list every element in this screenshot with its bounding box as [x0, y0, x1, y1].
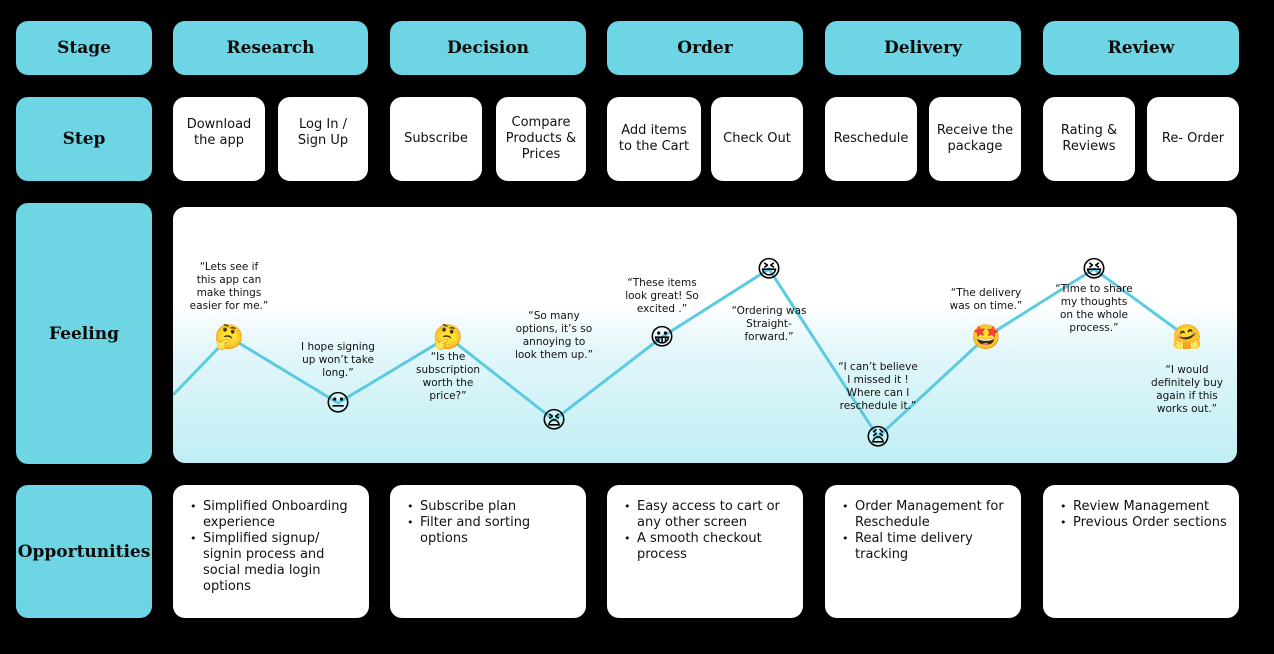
stage-decision: Decision — [390, 21, 586, 75]
opportunity-item: Real time delivery tracking — [842, 531, 1011, 563]
step-label: Reschedule — [833, 131, 909, 146]
stage-name: Review — [1107, 38, 1175, 58]
step-label: Download the app — [186, 117, 252, 148]
row-label-stage-text: Stage — [57, 38, 111, 58]
step-label: Check Out — [723, 131, 791, 146]
stage-name: Order — [677, 38, 733, 58]
opportunities-order: Easy access to cart or any other screen … — [607, 485, 803, 618]
grinning-squinting-face-icon: 😆 — [1081, 255, 1107, 283]
opportunity-item: Order Management for Reschedule — [842, 499, 1011, 531]
opportunities-list: Easy access to cart or any other screen … — [623, 499, 793, 563]
step-label: Receive the package — [936, 123, 1014, 154]
row-label-opportunities: Opportunities — [16, 485, 152, 618]
opportunity-item: Filter and sorting options — [407, 515, 576, 547]
stage-review: Review — [1043, 21, 1239, 75]
stage-research: Research — [173, 21, 368, 75]
step-label: Add items to the Cart — [618, 123, 690, 154]
stage-name: Research — [226, 38, 315, 58]
step-receive-package: Receive the package — [929, 97, 1021, 181]
step-login-signup: Log In / Sign Up — [278, 97, 368, 181]
opportunity-item: Easy access to cart or any other screen — [624, 499, 793, 531]
opportunity-item: Previous Order sections — [1060, 515, 1229, 531]
step-label: Rating & Reviews — [1060, 123, 1118, 154]
row-label-step: Step — [16, 97, 152, 181]
step-label: Re- Order — [1161, 131, 1225, 146]
grinning-face-icon: 😀 — [649, 323, 675, 351]
emotion-line-svg — [173, 266, 1188, 440]
step-label: Compare Products & Prices — [505, 115, 577, 162]
row-label-feeling: Feeling — [16, 203, 152, 464]
row-label-feeling-text: Feeling — [49, 323, 119, 344]
row-label-stage: Stage — [16, 21, 152, 75]
opportunity-item: Subscribe plan — [407, 499, 576, 515]
star-struck-icon: 🤩 — [971, 323, 1001, 351]
thinking-face-icon: 🤔 — [433, 323, 463, 351]
thinking-face-icon: 🤔 — [214, 323, 244, 351]
opportunities-decision: Subscribe plan Filter and sorting option… — [390, 485, 586, 618]
opportunity-item: Simplified Onboarding experience — [190, 499, 359, 531]
row-label-step-text: Step — [62, 129, 106, 149]
step-compare-products: Compare Products & Prices — [496, 97, 586, 181]
step-download-app: Download the app — [173, 97, 265, 181]
stage-name: Delivery — [883, 38, 962, 58]
step-rating-reviews: Rating & Reviews — [1043, 97, 1135, 181]
opportunity-item: A smooth checkout process — [624, 531, 793, 563]
opportunities-list: Subscribe plan Filter and sorting option… — [406, 499, 576, 547]
row-label-opportunities-text: Opportunities — [17, 541, 151, 562]
opportunity-item: Review Management — [1060, 499, 1229, 515]
step-label: Subscribe — [404, 131, 468, 146]
step-check-out: Check Out — [711, 97, 803, 181]
step-reorder: Re- Order — [1147, 97, 1239, 181]
weary-face-icon: 😩 — [865, 423, 891, 451]
opportunity-item: Simplified signup/ signin process and so… — [190, 531, 359, 595]
neutral-face-icon: 😐 — [325, 389, 351, 417]
step-reschedule: Reschedule — [825, 97, 917, 181]
opportunities-list: Order Management for Reschedule Real tim… — [841, 499, 1011, 563]
step-label: Log In / Sign Up — [297, 117, 349, 148]
hugging-face-icon: 🤗 — [1172, 323, 1202, 351]
stage-name: Decision — [446, 38, 530, 58]
step-subscribe: Subscribe — [390, 97, 482, 181]
opportunities-review: Review Management Previous Order section… — [1043, 485, 1239, 618]
stage-delivery: Delivery — [825, 21, 1021, 75]
opportunities-list: Simplified Onboarding experience Simplif… — [189, 499, 359, 595]
emotion-line — [173, 266, 1188, 440]
grinning-squinting-face-icon: 😆 — [756, 255, 782, 283]
stage-order: Order — [607, 21, 803, 75]
opportunities-list: Review Management Previous Order section… — [1059, 499, 1229, 531]
step-add-to-cart: Add items to the Cart — [607, 97, 701, 181]
opportunities-research: Simplified Onboarding experience Simplif… — [173, 485, 369, 618]
tired-face-icon: 😫 — [541, 406, 567, 434]
opportunities-delivery: Order Management for Reschedule Real tim… — [825, 485, 1021, 618]
